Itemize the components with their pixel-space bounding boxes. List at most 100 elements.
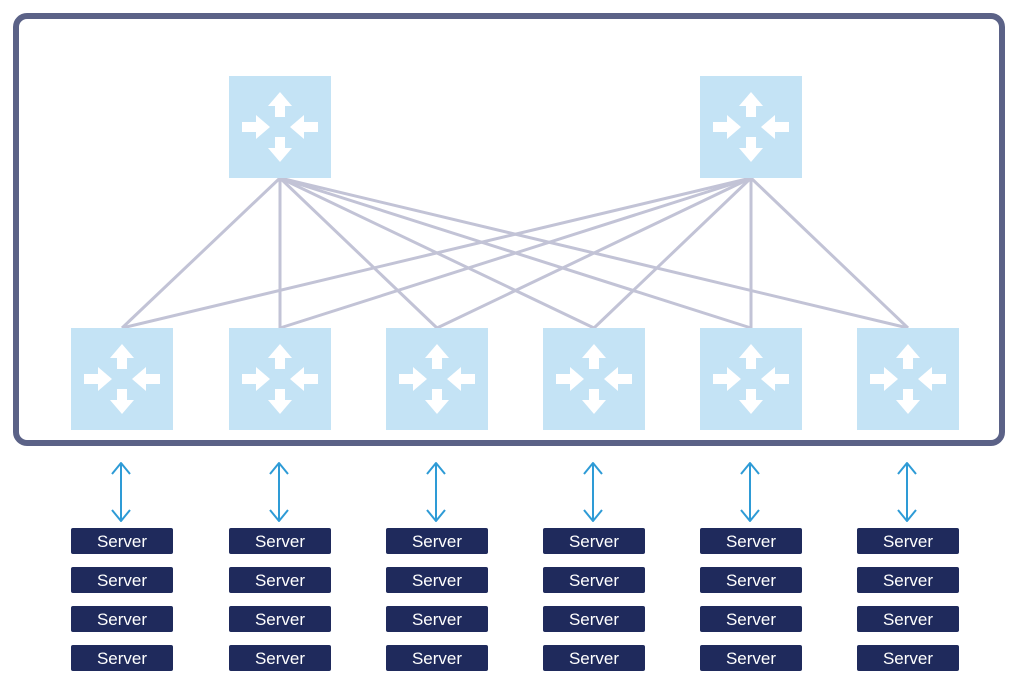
- server-label: Server: [412, 610, 462, 629]
- server-box: Server: [700, 528, 802, 554]
- server-box-body: [71, 567, 173, 593]
- server-box-body: [857, 606, 959, 632]
- server-label: Server: [726, 571, 776, 590]
- server-box: Server: [229, 528, 331, 554]
- server-box-body: [229, 645, 331, 671]
- server-box: Server: [386, 567, 488, 593]
- server-box: Server: [71, 528, 173, 554]
- server-box: Server: [71, 645, 173, 671]
- server-label: Server: [255, 649, 305, 668]
- server-box: Server: [700, 606, 802, 632]
- bidirectional-arrow-icon: [583, 462, 603, 522]
- server-box-body: [229, 567, 331, 593]
- server-box: Server: [543, 645, 645, 671]
- server-box-body: [700, 528, 802, 554]
- server-box-body: [857, 528, 959, 554]
- server-box: Server: [386, 645, 488, 671]
- server-label: Server: [412, 649, 462, 668]
- server-box: Server: [543, 606, 645, 632]
- server-label: Server: [883, 610, 933, 629]
- server-label: Server: [97, 610, 147, 629]
- link-spine-1-leaf-1: [120, 176, 282, 330]
- server-box: Server: [543, 528, 645, 554]
- server-label: Server: [726, 532, 776, 551]
- network-fabric-frame: [13, 13, 1005, 446]
- server-label: Server: [255, 532, 305, 551]
- spine-switch-2: [700, 76, 802, 178]
- server-label: Server: [412, 571, 462, 590]
- server-box-body: [229, 606, 331, 632]
- server-box-body: [543, 606, 645, 632]
- server-box-body: [71, 528, 173, 554]
- server-box-body: [857, 645, 959, 671]
- server-label: Server: [97, 571, 147, 590]
- bidirectional-arrow-icon: [111, 462, 131, 522]
- server-box: Server: [71, 606, 173, 632]
- spine-layer: [229, 76, 802, 178]
- leaf-switch-3: [386, 328, 488, 430]
- server-uplinks: [111, 462, 917, 522]
- server-box: Server: [229, 606, 331, 632]
- server-box: Server: [857, 567, 959, 593]
- server-label: Server: [569, 610, 619, 629]
- link-spine-2-leaf-1: [121, 176, 752, 330]
- server-box: Server: [543, 567, 645, 593]
- link-spine-1-leaf-3: [278, 176, 439, 330]
- server-box: Server: [229, 567, 331, 593]
- leaf-switch-2: [229, 328, 331, 430]
- server-box: Server: [386, 606, 488, 632]
- server-label: Server: [255, 571, 305, 590]
- server-label: Server: [255, 610, 305, 629]
- server-box-body: [229, 528, 331, 554]
- server-label: Server: [97, 532, 147, 551]
- leaf-switch-4: [543, 328, 645, 430]
- leaf-layer: [71, 328, 959, 430]
- server-box: Server: [386, 528, 488, 554]
- server-box-body: [386, 567, 488, 593]
- server-box: Server: [857, 606, 959, 632]
- server-label: Server: [883, 649, 933, 668]
- bidirectional-arrow-icon: [897, 462, 917, 522]
- server-box-body: [386, 528, 488, 554]
- server-label: Server: [569, 649, 619, 668]
- server-box: Server: [700, 567, 802, 593]
- server-box-body: [543, 567, 645, 593]
- link-spine-2-leaf-6: [749, 176, 910, 330]
- server-box-body: [857, 567, 959, 593]
- link-spine-2-leaf-2: [279, 176, 752, 330]
- server-box-body: [543, 645, 645, 671]
- spine-leaf-links: [120, 176, 910, 330]
- server-label: Server: [569, 532, 619, 551]
- server-box-body: [71, 606, 173, 632]
- server-box-body: [700, 606, 802, 632]
- server-box: Server: [229, 645, 331, 671]
- spine-switch-1: [229, 76, 331, 178]
- server-box-body: [700, 645, 802, 671]
- server-box-body: [543, 528, 645, 554]
- server-label: Server: [569, 571, 619, 590]
- server-box: Server: [71, 567, 173, 593]
- server-box-body: [386, 606, 488, 632]
- server-racks: ServerServerServerServerServerServerServ…: [71, 528, 959, 671]
- server-label: Server: [726, 649, 776, 668]
- leaf-switch-6: [857, 328, 959, 430]
- server-box: Server: [857, 528, 959, 554]
- bidirectional-arrow-icon: [426, 462, 446, 522]
- server-label: Server: [726, 610, 776, 629]
- server-label: Server: [883, 532, 933, 551]
- server-label: Server: [97, 649, 147, 668]
- leaf-switch-5: [700, 328, 802, 430]
- leaf-switch-1: [71, 328, 173, 430]
- server-box: Server: [857, 645, 959, 671]
- link-spine-2-leaf-3: [436, 176, 752, 330]
- link-spine-2-leaf-4: [592, 176, 753, 330]
- server-box-body: [700, 567, 802, 593]
- bidirectional-arrow-icon: [740, 462, 760, 522]
